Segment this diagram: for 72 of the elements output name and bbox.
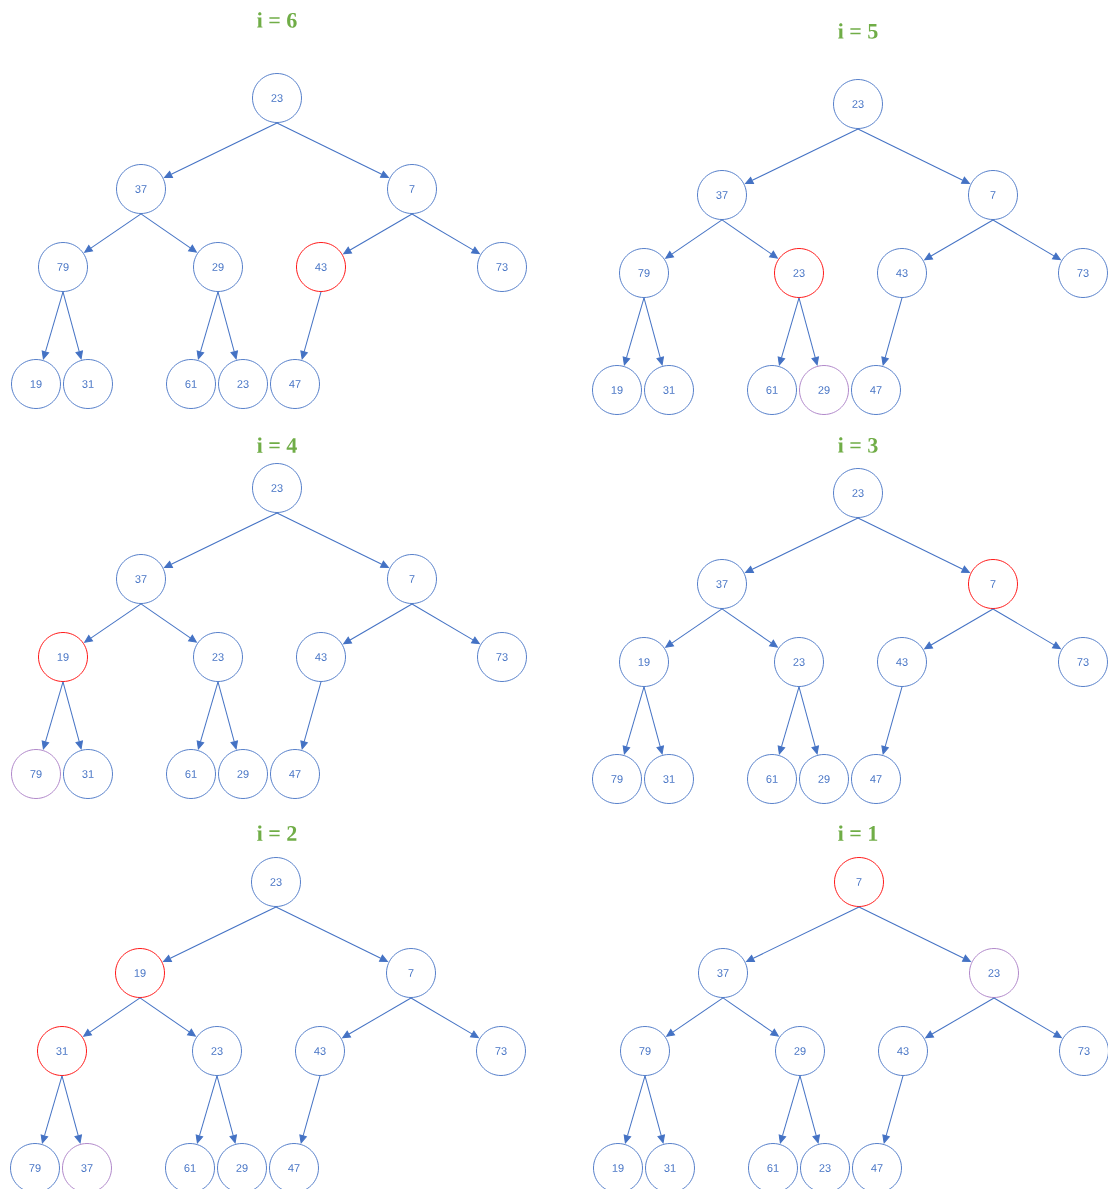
arrow xyxy=(799,1075,820,1144)
arrow xyxy=(343,213,413,255)
step-title: i = 5 xyxy=(838,23,878,39)
arrow xyxy=(411,603,480,645)
arrow xyxy=(410,997,479,1039)
arrow xyxy=(276,122,389,178)
arrow xyxy=(196,681,219,750)
arrow xyxy=(40,1075,63,1144)
arrow xyxy=(881,686,903,755)
arrow xyxy=(217,681,238,750)
arrow xyxy=(745,517,859,574)
step-title: i = 1 xyxy=(838,825,878,841)
arrow xyxy=(666,997,724,1037)
arrow xyxy=(164,122,278,179)
arrow xyxy=(61,1075,82,1144)
step-title: i = 6 xyxy=(257,12,297,28)
arrow xyxy=(623,1075,646,1144)
arrow xyxy=(992,219,1061,261)
arrow xyxy=(196,291,219,360)
arrow xyxy=(622,297,645,366)
arrow xyxy=(993,997,1062,1039)
arrow xyxy=(644,1075,665,1144)
arrow xyxy=(992,608,1061,650)
arrow xyxy=(62,681,83,750)
arrow xyxy=(216,1075,237,1144)
arrow xyxy=(665,219,723,259)
arrow xyxy=(217,291,238,360)
step-title: i = 3 xyxy=(838,437,878,453)
arrow xyxy=(342,997,412,1039)
arrow xyxy=(140,603,197,643)
arrow xyxy=(745,128,859,185)
arrow xyxy=(881,297,903,366)
arrow xyxy=(925,997,995,1039)
arrow xyxy=(924,219,994,261)
arrow xyxy=(163,906,277,963)
step-title: i = 2 xyxy=(257,825,297,841)
arrow xyxy=(140,213,197,253)
step-title: i = 4 xyxy=(257,437,297,453)
arrow xyxy=(343,603,413,645)
arrow xyxy=(275,906,388,962)
arrow xyxy=(84,213,142,253)
arrow xyxy=(139,997,196,1037)
arrow xyxy=(164,512,278,569)
arrow xyxy=(41,291,64,360)
arrow xyxy=(83,997,141,1037)
arrow xyxy=(777,297,800,366)
arrow xyxy=(746,906,860,963)
arrow xyxy=(924,608,994,650)
arrow xyxy=(299,1075,321,1144)
arrow xyxy=(643,297,664,366)
arrow xyxy=(62,291,83,360)
arrow xyxy=(857,517,970,573)
arrow xyxy=(857,128,970,184)
arrow xyxy=(643,686,664,755)
arrow xyxy=(276,512,389,568)
arrow xyxy=(411,213,480,255)
arrow xyxy=(195,1075,218,1144)
arrow xyxy=(41,681,64,750)
arrow xyxy=(778,1075,801,1144)
arrow xyxy=(300,681,322,750)
arrow xyxy=(798,686,819,755)
arrow xyxy=(777,686,800,755)
arrow xyxy=(622,686,645,755)
arrow xyxy=(882,1075,904,1144)
arrow xyxy=(665,608,723,648)
arrow xyxy=(798,297,819,366)
arrow xyxy=(721,608,778,648)
arrow xyxy=(858,906,971,962)
arrow xyxy=(722,997,779,1037)
arrow xyxy=(84,603,142,643)
arrow xyxy=(300,291,322,360)
arrow xyxy=(721,219,778,259)
